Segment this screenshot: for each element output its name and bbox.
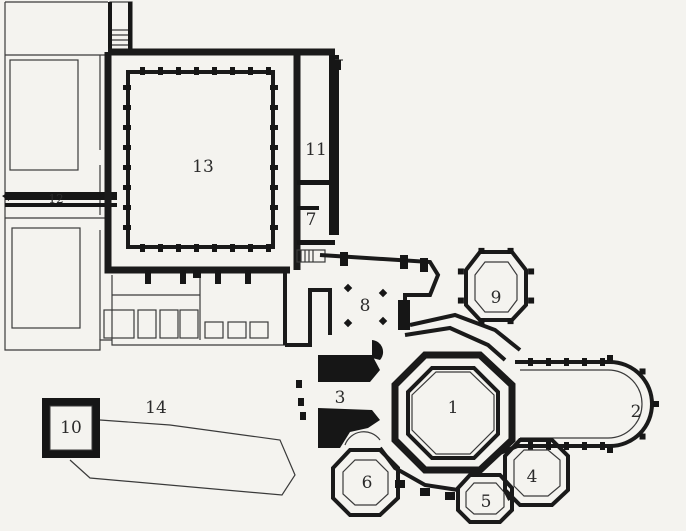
room-10: [42, 398, 100, 458]
room-labels: 1 2 3 4 5 6 7 8 9 10 11 12 13 14: [48, 140, 641, 512]
corridor-north: [404, 312, 522, 362]
pier: [507, 247, 514, 254]
pier: [248, 67, 253, 75]
label-2: 2: [631, 402, 642, 422]
octagon-1: [391, 351, 516, 474]
label-10: 10: [60, 418, 82, 438]
pier: [176, 244, 181, 252]
pier: [266, 244, 271, 252]
label-11: 11: [305, 140, 327, 160]
pier: [266, 67, 271, 75]
south-ambulatory: [378, 443, 521, 501]
pier: [158, 67, 163, 75]
pier: [546, 442, 551, 450]
pier: [457, 268, 464, 275]
label-12: 12: [48, 192, 63, 206]
label-6: 6: [362, 473, 373, 493]
pier: [270, 205, 278, 210]
pier: [507, 318, 514, 325]
pier: [194, 67, 199, 75]
pier: [230, 244, 235, 252]
pier: [600, 442, 605, 450]
label-14: 14: [145, 398, 167, 418]
pier: [582, 442, 587, 450]
area-14: [69, 419, 296, 496]
pier: [653, 401, 659, 407]
label-4: 4: [527, 467, 538, 487]
cloister-13: [104, 48, 343, 274]
pier: [270, 125, 278, 130]
label-7: 7: [306, 210, 317, 230]
pier: [230, 67, 235, 75]
pier: [528, 442, 533, 450]
pier: [123, 165, 131, 170]
hall-8: [319, 252, 441, 330]
pier: [270, 185, 278, 190]
pier: [248, 244, 253, 252]
pier: [123, 125, 131, 130]
pier: [270, 165, 278, 170]
pier: [270, 105, 278, 110]
pier: [600, 358, 605, 366]
pier: [140, 67, 145, 75]
pier: [639, 368, 646, 375]
pier: [194, 244, 199, 252]
pier: [478, 247, 485, 254]
pier: [546, 358, 551, 366]
pier: [212, 244, 217, 252]
pier: [528, 358, 533, 366]
south-rooms: [103, 270, 332, 347]
pier: [123, 185, 131, 190]
pier: [607, 447, 613, 453]
pier: [176, 67, 181, 75]
pier: [123, 225, 131, 230]
pier: [607, 355, 613, 361]
label-13: 13: [192, 157, 214, 177]
room-3: [296, 340, 384, 448]
pier: [564, 358, 569, 366]
pier: [123, 85, 131, 90]
pier: [123, 205, 131, 210]
west-buildings: [4, 1, 133, 351]
chapel-4: [503, 438, 570, 507]
label-9: 9: [491, 288, 502, 308]
pier: [478, 318, 485, 325]
pier: [564, 442, 569, 450]
label-8: 8: [360, 296, 371, 316]
label-1: 1: [448, 398, 459, 418]
pier: [158, 244, 163, 252]
pier: [457, 297, 464, 304]
pier: [528, 297, 535, 304]
pier: [123, 145, 131, 150]
apse-2: [515, 355, 659, 453]
pier: [270, 145, 278, 150]
chapel-9: [457, 247, 535, 325]
hall-8-columns: [343, 283, 388, 328]
pier: [140, 244, 145, 252]
rooms-11-7: [296, 180, 335, 263]
pier: [582, 358, 587, 366]
pier: [212, 67, 217, 75]
cloister-piers: [123, 67, 278, 252]
pier: [528, 268, 535, 275]
label-3: 3: [335, 388, 346, 408]
label-5: 5: [481, 492, 492, 512]
pier: [270, 85, 278, 90]
pier: [639, 433, 646, 440]
pier: [123, 105, 131, 110]
pier: [270, 225, 278, 230]
